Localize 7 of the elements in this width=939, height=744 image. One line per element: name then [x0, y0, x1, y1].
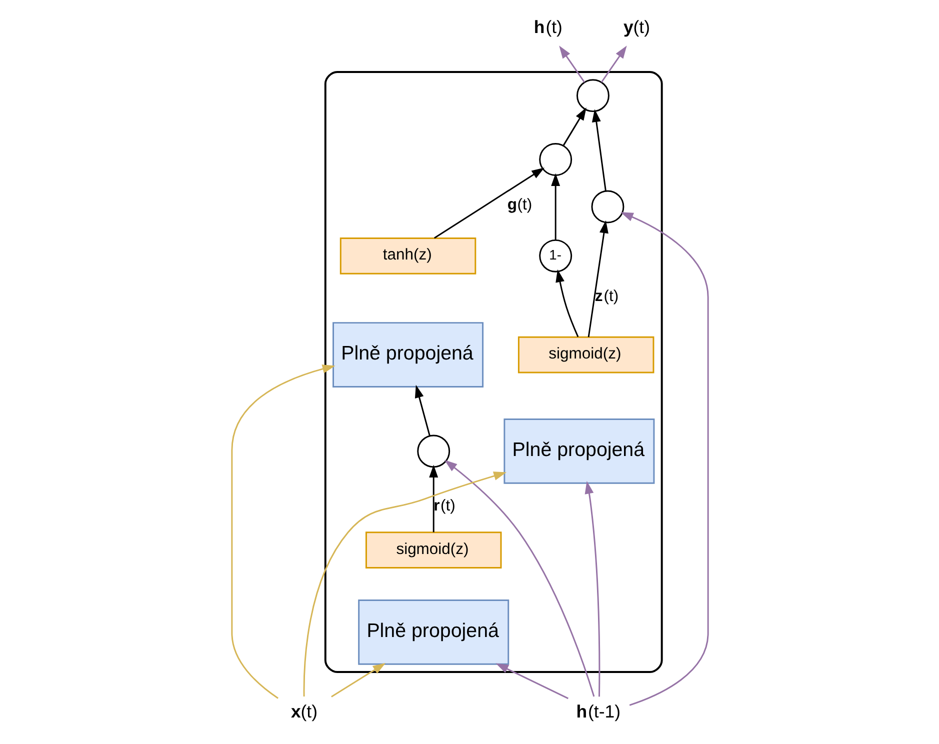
edge-label: r(t) [433, 498, 455, 515]
node-text: x(t) [290, 702, 317, 722]
edge-label: z(t) [594, 288, 618, 305]
node-text: h(t) [533, 17, 562, 38]
node-text: h(t-1) [576, 702, 620, 722]
edge-label: g(t) [506, 196, 532, 214]
node-text: y(t) [622, 17, 650, 38]
